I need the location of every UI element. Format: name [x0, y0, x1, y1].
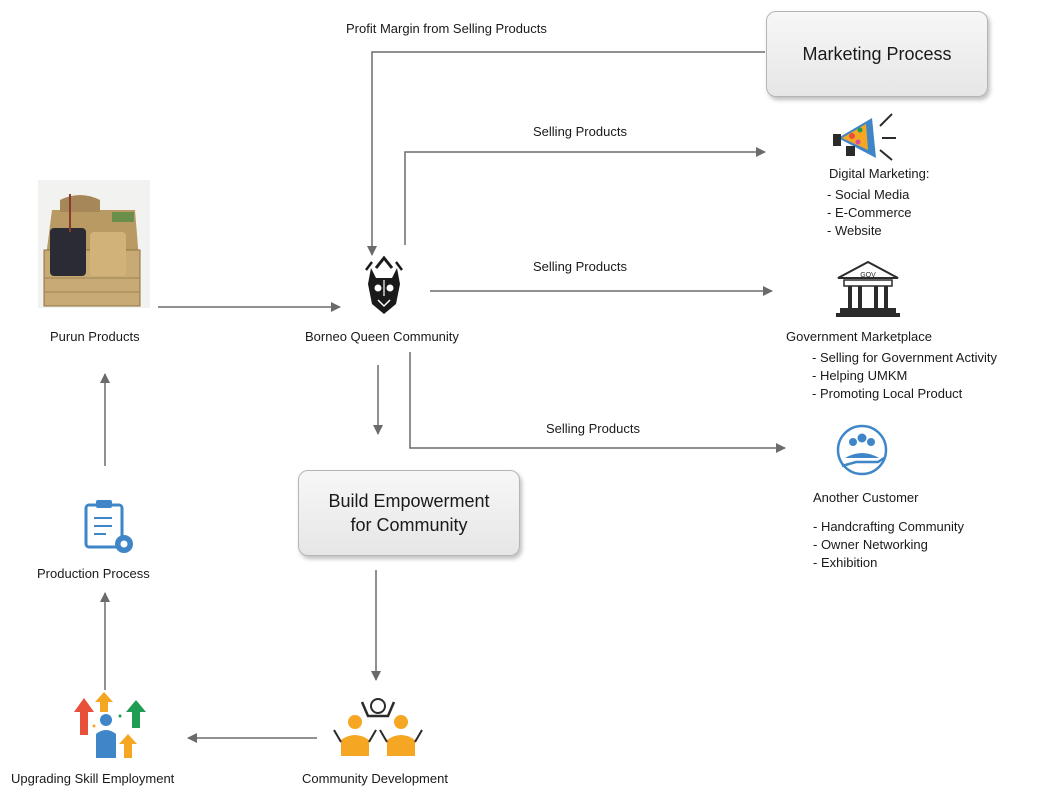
build-empowerment-label-line2: for Community	[350, 515, 468, 535]
customer-hand-icon	[836, 424, 888, 476]
arrow-marketing-to-borneo	[367, 51, 765, 256]
skill-arrows-icon	[74, 692, 146, 758]
another-customer-item: - Exhibition	[813, 555, 878, 570]
borneo-queen-label: Borneo Queen Community	[305, 329, 459, 344]
edge-label-selling-government: Selling Products	[533, 259, 627, 274]
government-marketplace-item: - Promoting Local Product	[812, 386, 963, 401]
arrow-borneo-to-digital	[404, 147, 766, 245]
community-development-label: Community Development	[302, 771, 448, 786]
marketing-process-box: Marketing Process	[766, 11, 988, 97]
marketing-process-label: Marketing Process	[802, 43, 952, 64]
borneo-queen-mask-icon	[365, 255, 403, 314]
government-marketplace-item: - Selling for Government Activity	[812, 350, 997, 365]
edge-label-selling-customer: Selling Products	[546, 421, 640, 436]
another-customer-item: - Owner Networking	[813, 537, 928, 552]
purun-products-label: Purun Products	[50, 329, 140, 344]
digital-marketing-item: - Social Media	[827, 187, 910, 202]
digital-marketing-item: - Website	[827, 223, 882, 238]
digital-marketing-title: Digital Marketing:	[829, 166, 930, 181]
production-process-label: Production Process	[37, 566, 150, 581]
build-empowerment-label-line1: Build Empowerment	[328, 491, 490, 511]
government-building-icon: GOV	[836, 260, 900, 317]
government-marketplace-title: Government Marketplace	[786, 329, 932, 344]
clipboard-gear-icon	[84, 500, 133, 553]
community-people-icon	[333, 698, 423, 756]
another-customer-item: - Handcrafting Community	[813, 519, 964, 534]
edge-label-profit-margin: Profit Margin from Selling Products	[346, 21, 547, 36]
government-marketplace-list: - Selling for Government Activity - Help…	[812, 349, 997, 403]
digital-marketing-list: - Social Media - E-Commerce - Website	[827, 186, 912, 240]
upgrading-skill-label: Upgrading Skill Employment	[11, 771, 175, 786]
megaphone-icon	[833, 113, 896, 161]
edge-label-selling-digital: Selling Products	[533, 124, 627, 139]
purun-products-photo	[38, 180, 150, 308]
arrow-borneo-to-customer	[409, 352, 786, 453]
another-customer-title: Another Customer	[813, 490, 919, 505]
government-marketplace-item: - Helping UMKM	[812, 368, 908, 383]
digital-marketing-item: - E-Commerce	[827, 205, 912, 220]
build-empowerment-box: Build Empowerment for Community	[298, 470, 520, 556]
another-customer-list: - Handcrafting Community - Owner Network…	[813, 518, 964, 572]
gov-sign-text: GOV	[860, 272, 876, 279]
